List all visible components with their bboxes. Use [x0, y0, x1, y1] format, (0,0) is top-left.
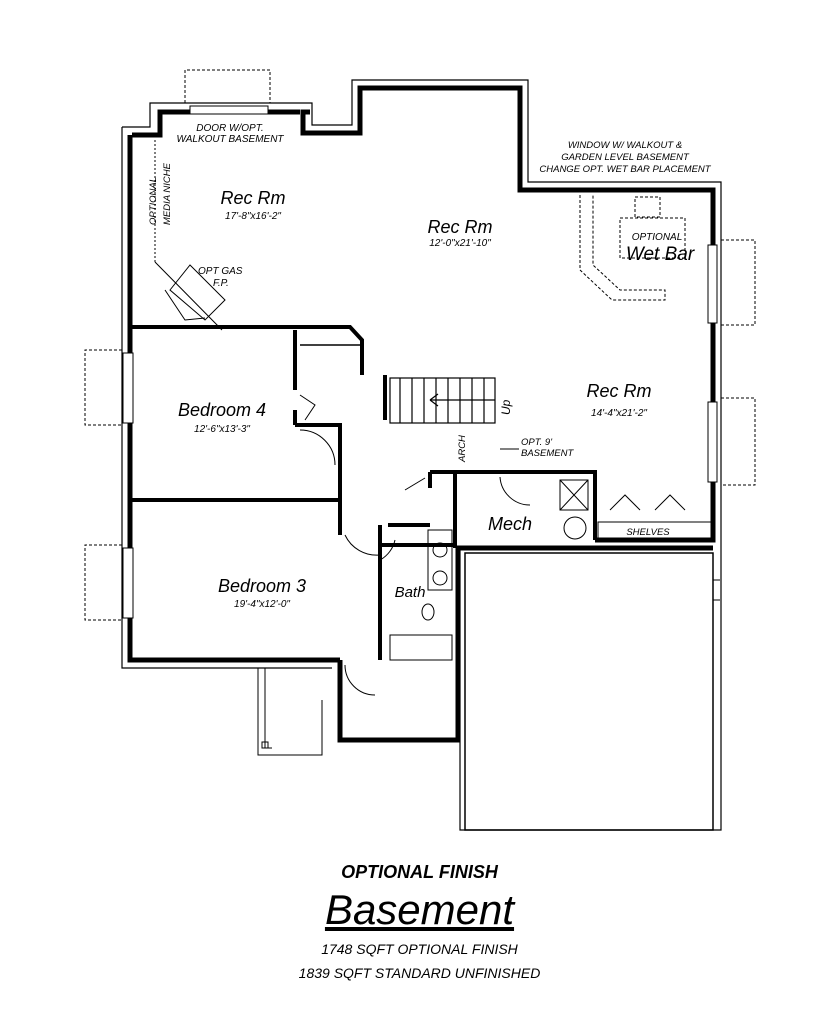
gas-fireplace [154, 261, 226, 331]
room-dims: 12'-0"x21'-10" [429, 238, 491, 249]
mech-equipment [559, 479, 589, 540]
caption-line2: 1839 SQFT STANDARD UNFINISHED [298, 965, 541, 981]
room-dims: 12'-6"x13'-3" [194, 424, 250, 435]
note-opt9: BASEMENT [521, 448, 574, 459]
room-name: Bedroom 4 [178, 400, 266, 420]
room-name: Bath [395, 584, 426, 601]
room-dims: 14'-4"x21'-2" [591, 408, 647, 419]
note-window: WINDOW W/ WALKOUT & [568, 140, 682, 151]
room-name: Mech [488, 514, 532, 534]
note-arch: ARCH [457, 435, 468, 463]
room-name: Rec Rm [586, 381, 651, 401]
room-dims: 17'-8"x16'-2" [225, 211, 281, 222]
interior-walls [130, 325, 597, 660]
garage [464, 552, 714, 831]
exterior-walls [127, 85, 716, 743]
room-name: Bedroom 3 [218, 576, 306, 596]
note-door-walkout: WALKOUT BASEMENT [176, 134, 284, 145]
note-gas: F.P. [213, 278, 229, 289]
room-name: Rec Rm [220, 188, 285, 208]
shelves [597, 521, 712, 540]
shelves-label: SHELVES [626, 527, 670, 538]
note-media: MEDIA NICHE [162, 162, 173, 225]
door-swings [299, 394, 686, 696]
bath-fixtures [389, 529, 453, 661]
room-name: Rec Rm [427, 217, 492, 237]
note-media: OPTIONAL [148, 177, 159, 225]
note-opt9: OPT. 9' [521, 437, 553, 448]
window-wells [84, 69, 756, 621]
stairs [389, 377, 496, 424]
note-window: GARDEN LEVEL BASEMENT [561, 152, 690, 163]
caption-title: Basement [324, 886, 515, 933]
outer-wall-line-left [121, 127, 332, 669]
room-dims: 19'-4"x12'-0" [234, 599, 290, 610]
caption-subtitle: OPTIONAL FINISH [341, 862, 498, 882]
note-gas: OPT GAS [198, 266, 243, 277]
wet-bar-counter [579, 195, 686, 301]
note-up: Up [499, 399, 513, 415]
wetbar-opt: OPTIONAL [632, 232, 683, 243]
windows [122, 105, 718, 619]
note-door-walkout: DOOR W/OPT. [196, 123, 263, 134]
caption-line1: 1748 SQFT OPTIONAL FINISH [321, 941, 518, 957]
outer-wall-line [122, 79, 722, 831]
room-name: Wet Bar [626, 244, 695, 265]
note-window: CHANGE OPT. WET BAR PLACEMENT [539, 164, 711, 175]
